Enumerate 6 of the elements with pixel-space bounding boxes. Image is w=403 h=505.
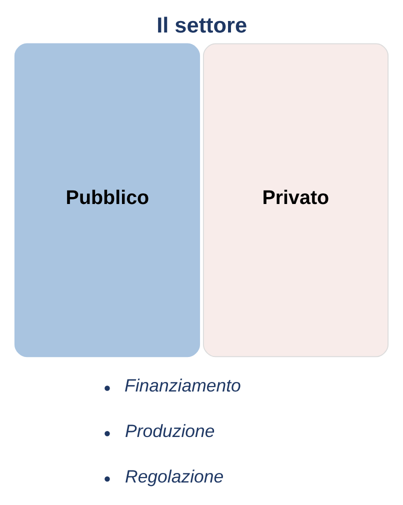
diagram-title: Il settore (156, 12, 248, 38)
node-box: Privato (202, 43, 389, 358)
label: Regolazione (125, 466, 224, 486)
label: Finanziamento (124, 376, 241, 396)
node-box: Pubblico (14, 43, 200, 358)
label: Produzione (125, 420, 215, 441)
